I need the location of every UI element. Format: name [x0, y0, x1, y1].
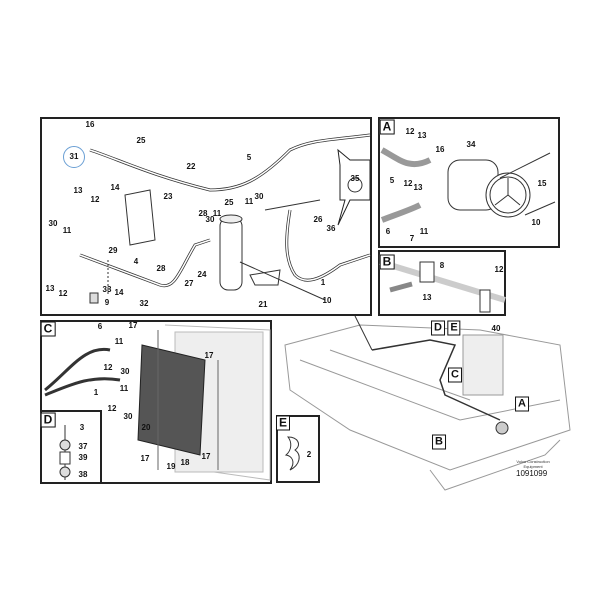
detail-tag-a: A	[379, 119, 395, 135]
part-number-callout: 12	[103, 363, 113, 372]
part-number-callout: 1	[93, 388, 99, 397]
part-number-callout: 12	[107, 404, 117, 413]
part-number-callout: 36	[326, 224, 336, 233]
part-number-callout: 35	[350, 174, 360, 183]
part-number-callout: 25	[136, 136, 146, 145]
part-number-callout: 13	[422, 293, 432, 302]
part-number-callout: 30	[120, 367, 130, 376]
part-number-callout: 12	[90, 195, 100, 204]
part-number-callout: 22	[186, 162, 196, 171]
part-number-callout: 14	[114, 288, 124, 297]
clamp-drawing	[379, 259, 506, 313]
main-pipes	[79, 133, 371, 304]
part-number-callout: 10	[322, 296, 332, 305]
part-number-callout: 11	[419, 227, 429, 236]
part-number-callout: 6	[385, 227, 391, 236]
part-number-callout: 34	[466, 140, 476, 149]
part-number-callout: 20	[141, 423, 151, 432]
part-number-callout: 11	[212, 209, 222, 218]
part-number-callout: 4	[133, 257, 139, 266]
overview-detail-marker-a[interactable]: A	[515, 396, 529, 412]
part-number-callout: 11	[62, 226, 72, 235]
part-number-callout: 25	[224, 198, 234, 207]
part-number-callout: 39	[78, 453, 88, 462]
part-number-callout: 11	[114, 337, 124, 346]
part-number-callout: 27	[184, 279, 194, 288]
part-number-callout: 30	[123, 412, 133, 421]
hose-fitting-drawing	[59, 425, 71, 480]
part-number-callout: 1	[320, 278, 326, 287]
part-number-callout: 13	[413, 183, 423, 192]
part-number-callout: 30	[254, 192, 264, 201]
part-number-callout: 3	[79, 423, 85, 432]
part-number-callout: 11	[244, 197, 254, 206]
part-number-callout: 21	[258, 300, 268, 309]
part-number-callout: 33	[102, 285, 112, 294]
part-number-callout: 12	[403, 179, 413, 188]
part-number-callout: 12	[58, 289, 68, 298]
part-number-callout: 10	[531, 218, 541, 227]
clip-drawing	[284, 436, 300, 471]
part-number-callout: 5	[246, 153, 252, 162]
part-number-callout: 17	[128, 321, 138, 330]
document-number: 1091099	[516, 469, 548, 478]
part-number-callout: 9	[104, 298, 110, 307]
overview-detail-marker-d[interactable]: D	[431, 320, 445, 336]
part-number-callout: 11	[119, 384, 129, 393]
part-number-callout: 16	[435, 145, 445, 154]
part-number-callout: 8	[439, 261, 445, 270]
part-number-callout: 6	[97, 322, 103, 331]
main-assembly-panel	[40, 117, 372, 316]
part-number-callout: 37	[78, 442, 88, 451]
overview-detail-marker-b[interactable]: B	[432, 434, 446, 450]
part-number-callout: 12	[405, 127, 415, 136]
part-number-callout: 26	[313, 215, 323, 224]
part-number-callout: 7	[409, 234, 415, 243]
overview-detail-marker-e[interactable]: E	[447, 320, 461, 336]
part-number-callout: 18	[180, 458, 190, 467]
part-number-callout: 13	[45, 284, 55, 293]
highlight-circle-31	[63, 146, 85, 168]
detail-tag-d: D	[40, 412, 56, 428]
detail-tag-c: C	[40, 321, 56, 337]
part-number-callout: 13	[73, 186, 83, 195]
part-number-callout: 31	[69, 152, 79, 161]
compressor-drawing	[380, 147, 556, 223]
part-number-callout: 2	[306, 450, 312, 459]
detail-tag-b: B	[379, 254, 395, 270]
part-number-callout: 17	[204, 351, 214, 360]
part-number-callout: 28	[156, 264, 166, 273]
part-number-callout: 38	[78, 470, 88, 479]
part-number-callout: 5	[389, 176, 395, 185]
part-number-callout: 15	[537, 179, 547, 188]
part-number-callout: 23	[163, 192, 173, 201]
part-number-callout: 28	[198, 209, 208, 218]
part-number-callout: 17	[140, 454, 150, 463]
overview-detail-marker-c[interactable]: C	[448, 367, 462, 383]
detail-tag-e: E	[275, 415, 291, 431]
part-number-callout: 17	[201, 452, 211, 461]
part-number-callout: 24	[197, 270, 207, 279]
part-number-callout: 19	[166, 462, 176, 471]
part-number-callout: 16	[85, 120, 95, 129]
part-number-callout: 14	[110, 183, 120, 192]
part-number-callout: 12	[494, 265, 504, 274]
copyright-credit: Volvo Construction Equipment	[516, 459, 550, 469]
part-number-callout: 40	[491, 324, 501, 333]
part-number-callout: 30	[205, 215, 215, 224]
condenser-drawing	[44, 324, 271, 481]
part-number-callout: 29	[108, 246, 118, 255]
part-number-callout: 30	[48, 219, 58, 228]
part-number-callout: 32	[139, 299, 149, 308]
part-number-callout: 13	[417, 131, 427, 140]
